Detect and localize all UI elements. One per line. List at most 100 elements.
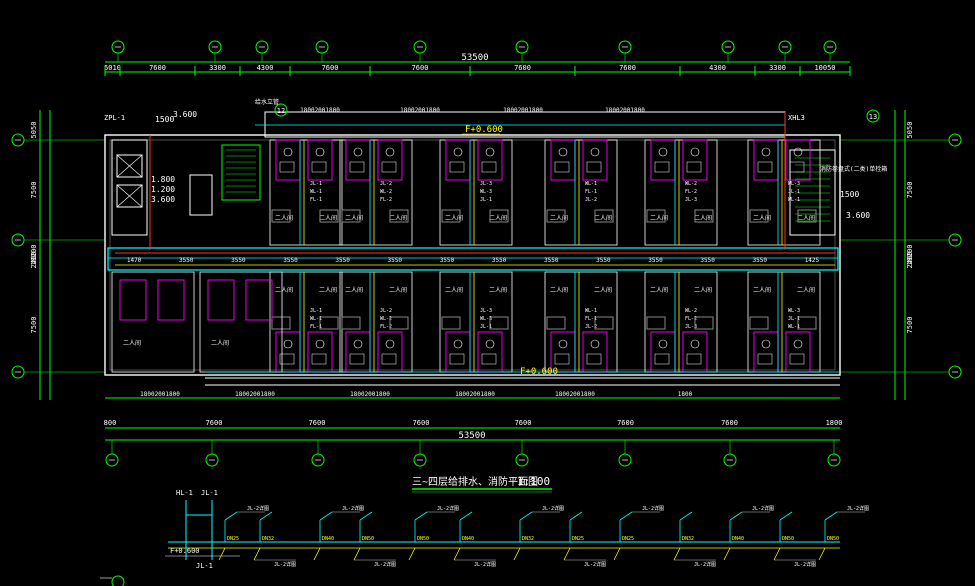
- top-riser-tag-0-1: WL-1: [310, 189, 322, 195]
- bottom-riser-tag-0-2: FL-1: [310, 324, 322, 330]
- top-room-label-1a: 二人间: [345, 214, 363, 222]
- bottom-riser-tag-1-0: JL-2: [380, 308, 392, 314]
- top-unit-4: [644, 139, 718, 246]
- left-vert-dim-1: 7500: [30, 182, 38, 199]
- bottom-bay-dim-1: 7600: [206, 419, 223, 427]
- system-base: F+0.600: [170, 547, 200, 555]
- bottom-riser-tag-0-0: JL-1: [310, 308, 322, 314]
- bottom-room-label-3a: 二人间: [550, 286, 568, 294]
- top-room-label-4b: 二人间: [694, 214, 712, 222]
- overall-dim-top: 53500: [461, 53, 488, 63]
- system-dn-5: DN40: [462, 536, 474, 542]
- system-unit-label-4: JL-2详图: [437, 505, 459, 512]
- top-unit-1: [339, 139, 413, 246]
- top-riser-tag-2-2: JL-1: [480, 197, 492, 203]
- corridor-dim-0: 1470: [127, 257, 142, 264]
- top-riser-tag-2-0: JL-3: [480, 181, 492, 187]
- bottom-room-label-2a: 二人间: [445, 286, 463, 294]
- system-unit-label-2: JL-2详图: [342, 505, 364, 512]
- system-dn-3: DN50: [362, 536, 374, 542]
- top-bay-dim-1: 7600: [149, 64, 166, 72]
- bottom-bay-dim-6: 7600: [721, 419, 738, 427]
- top-riser-tag-3-0: WL-1: [585, 181, 597, 187]
- fire-box-callout: 消防卷盘式(二类)单栓箱: [820, 165, 887, 173]
- system-unit-label-1: JL-2详图: [274, 561, 296, 568]
- bottom-room-label-3b: 二人间: [594, 286, 612, 294]
- right-vert-dim-2: 2400: [906, 252, 914, 269]
- top-bay-dim-5: 7600: [412, 64, 429, 72]
- fixture-bottom-dim-3: 18002001800: [455, 391, 495, 398]
- dim-1500-right: 1500: [840, 190, 859, 199]
- corridor-dim-13: 1425: [805, 257, 820, 264]
- circle-12: 12: [277, 107, 285, 115]
- bottom-bay-dim-3: 7600: [413, 419, 430, 427]
- fixture-bottom-dim-4: 18002001800: [555, 391, 595, 398]
- fixture-bottom-dim-2: 18002001800: [350, 391, 390, 398]
- left-vert-dim-3: 7500: [30, 317, 38, 334]
- left-vert-dim-4: 5050: [30, 122, 38, 139]
- system-unit-label-0: JL-2详图: [247, 505, 269, 512]
- bottom-room-label-0a: 二人间: [275, 286, 293, 294]
- top-unit-2: [439, 139, 513, 246]
- system-tap: JL-1: [196, 562, 213, 570]
- drawing-title: 三~四层给排水、消防平面图: [412, 475, 538, 488]
- system-unit-label-12: JL-2详图: [847, 505, 869, 512]
- bottom-bay-dim-7: 1800: [826, 419, 843, 427]
- top-bay-dim-0: 5010: [104, 64, 121, 72]
- corridor-dim-12: 3550: [753, 257, 768, 264]
- bottom-riser-tag-0-1: WL-1: [310, 316, 322, 322]
- elevation-bottom: F+0.600: [520, 367, 558, 377]
- elevation-left-b: 1.800: [151, 175, 175, 184]
- left-vert-dim-0: 19200: [30, 244, 38, 265]
- top-riser-tag-4-0: WL-2: [685, 181, 697, 187]
- top-unit-5: [747, 139, 821, 246]
- top-riser-tag-3-2: JL-2: [585, 197, 597, 203]
- fixture-top-dim-1: 18002001800: [400, 107, 440, 114]
- top-room-label-5a: 二人间: [753, 214, 771, 222]
- bottom-room-label-0b: 二人间: [319, 286, 337, 294]
- dim-1500-left: 1500: [155, 115, 174, 124]
- system-dn-8: DN25: [622, 536, 634, 542]
- bottom-bay-dim-5: 7600: [617, 419, 634, 427]
- top-bay-dim-3: 4300: [257, 64, 274, 72]
- top-bay-dim-8: 4300: [709, 64, 726, 72]
- lower-room-units: 二人间二人间JL-1WL-1FL-1二人间二人间JL-2WL-2FL-2二人间二…: [111, 271, 821, 373]
- drawing-title-block: 三~四层给排水、消防平面图 1:100: [412, 475, 552, 493]
- overall-dim-bottom: 53500: [458, 431, 485, 441]
- elevation-right: 3.600: [846, 211, 870, 220]
- top-riser-tag-4-1: FL-2: [685, 189, 697, 195]
- drawing-scale: 1:100: [517, 475, 550, 488]
- elevation-labels: F+0.600 F+0.600 3.600 1.800 1.200 3.600 …: [104, 98, 887, 377]
- water-system-diagram: HL-1 JL-1 F+0.600 JL-1 DN25JL-2详图DN32JL-…: [165, 489, 869, 570]
- side-axis-markers: 1920075002400750050501920075002400750050…: [11, 110, 962, 400]
- bottom-riser-tag-4-1: FL-2: [685, 316, 697, 322]
- top-riser-tag-2-1: WL-3: [480, 189, 492, 195]
- right-vert-dim-0: 19200: [906, 244, 914, 265]
- bottom-bay-dim-0: 800: [104, 419, 117, 427]
- top-bay-dim-10: 10050: [814, 64, 835, 72]
- top-unit-3: [544, 139, 618, 246]
- system-unit-label-11: JL-2详图: [794, 561, 816, 568]
- circle-13: 13: [869, 113, 877, 121]
- corridor-dim-1: 3550: [179, 257, 194, 264]
- top-room-label-1b: 二人间: [389, 214, 407, 222]
- pipe-label-xhl: XHL3: [788, 114, 805, 122]
- bottom-riser-tag-4-2: JL-3: [685, 324, 697, 330]
- bottom-riser-tag-2-1: WL-3: [480, 316, 492, 322]
- fixture-bottom-dim-5: 1800: [678, 391, 693, 398]
- bottom-room-label-1a: 二人间: [345, 286, 363, 294]
- left-vert-dim-2: 2400: [30, 252, 38, 269]
- bottom-room-label-1b: 二人间: [389, 286, 407, 294]
- system-unit-label-5: JL-2详图: [474, 561, 496, 568]
- right-vert-dim-3: 7500: [906, 317, 914, 334]
- system-unit-label-6: JL-2详图: [542, 505, 564, 512]
- top-bay-dim-7: 7600: [619, 64, 636, 72]
- system-dn-12: DN50: [827, 536, 839, 542]
- top-riser-tag-1-1: WL-2: [380, 189, 392, 195]
- bottom-extra-room-0: 二人间: [123, 339, 141, 347]
- fixture-top-dim-2: 18002001800: [503, 107, 543, 114]
- top-riser-tag-5-1: JL-1: [788, 189, 800, 195]
- bottom-riser-tag-5-0: WL-3: [788, 308, 800, 314]
